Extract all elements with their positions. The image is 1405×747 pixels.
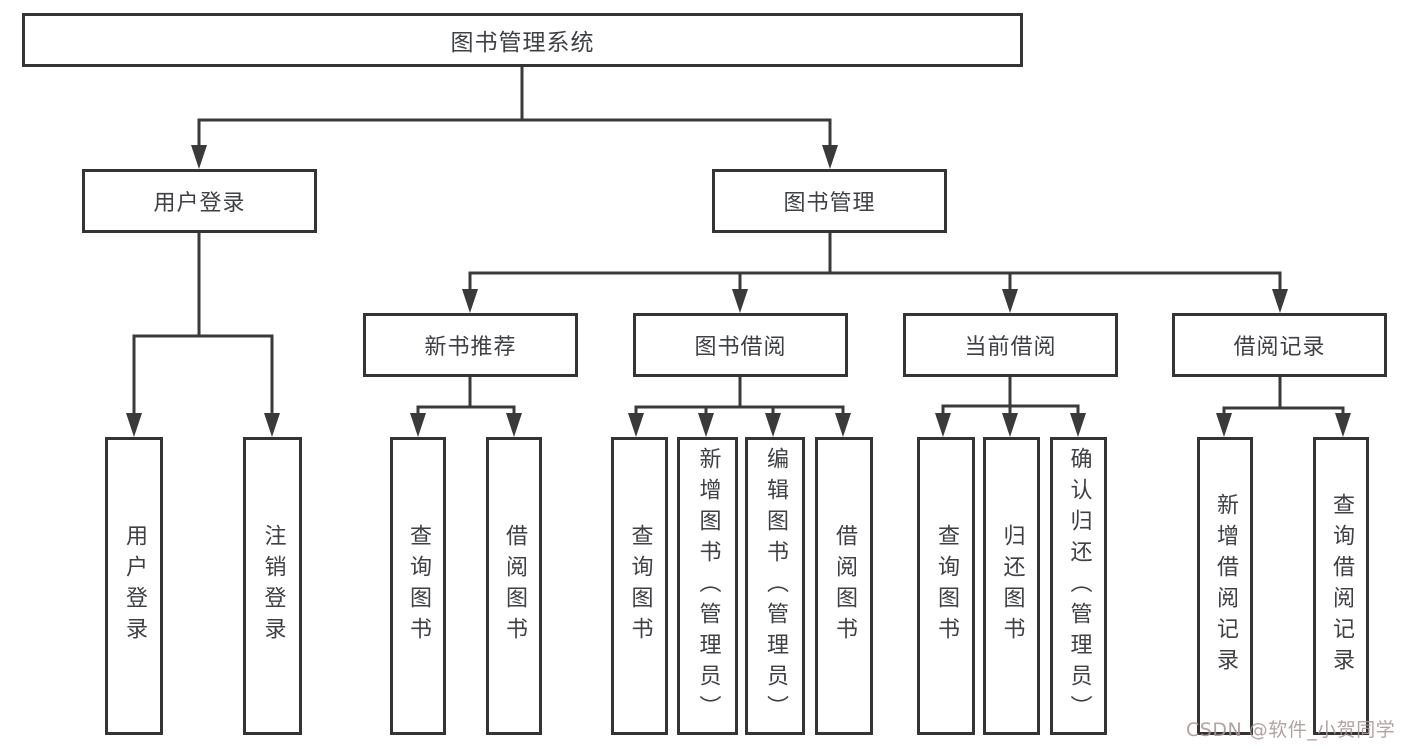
leaf-recommend-query-books-label: 查询图书 [406, 524, 431, 648]
leaf-user-login-label: 用户登录 [122, 524, 147, 648]
node-borrow-records: 借阅记录 [1172, 313, 1387, 377]
leaf-recommend-borrow-books-label: 借阅图书 [502, 524, 527, 648]
watermark: CSDN @软件_小贺同学 [1186, 719, 1396, 741]
leaf-add-books-admin: 新增图书（管理员） [677, 437, 738, 735]
node-current-borrow-label: 当前借阅 [964, 335, 1057, 360]
leaf-borrow-books-label: 借阅图书 [832, 524, 857, 648]
leaf-logout: 注销登录 [243, 437, 302, 735]
leaf-edit-books-admin-label: 编辑图书（管理员） [763, 446, 788, 726]
leaf-recommend-query-books: 查询图书 [390, 437, 446, 735]
leaf-edit-books-admin: 编辑图书（管理员） [745, 437, 805, 735]
leaf-query-borrow-record-label: 查询借阅记录 [1329, 493, 1354, 679]
node-new-book-recommend: 新书推荐 [363, 313, 578, 377]
leaf-user-login: 用户登录 [105, 437, 163, 735]
node-user-login-label: 用户登录 [153, 191, 246, 216]
node-book-management-label: 图书管理 [783, 191, 876, 216]
leaf-return-books: 归还图书 [983, 437, 1040, 735]
leaf-current-query-books-label: 查询图书 [934, 524, 959, 648]
leaf-current-query-books: 查询图书 [917, 437, 975, 735]
leaf-recommend-borrow-books: 借阅图书 [486, 437, 542, 735]
node-book-borrow-label: 图书借阅 [694, 335, 787, 360]
leaf-add-books-admin-label: 新增图书（管理员） [695, 446, 721, 726]
leaf-borrow-query-books: 查询图书 [611, 437, 668, 735]
leaf-add-borrow-record: 新增借阅记录 [1197, 437, 1253, 735]
node-root-label: 图书管理系统 [450, 30, 595, 56]
leaf-borrow-query-books-label: 查询图书 [627, 524, 653, 648]
node-new-book-recommend-label: 新书推荐 [424, 335, 517, 360]
leaf-logout-label: 注销登录 [260, 524, 286, 648]
node-user-login: 用户登录 [82, 169, 317, 233]
node-root: 图书管理系统 [22, 13, 1023, 67]
node-current-borrow: 当前借阅 [903, 313, 1118, 377]
leaf-query-borrow-record: 查询借阅记录 [1313, 437, 1369, 735]
leaf-return-books-label: 归还图书 [999, 524, 1025, 648]
leaf-confirm-return-admin: 确认归还（管理员） [1050, 437, 1107, 735]
leaf-confirm-return-admin-label: 确认归还（管理员） [1066, 446, 1092, 726]
node-borrow-records-label: 借阅记录 [1233, 335, 1326, 360]
leaf-add-borrow-record-label: 新增借阅记录 [1213, 493, 1238, 679]
leaf-borrow-books: 借阅图书 [815, 437, 873, 735]
node-book-management: 图书管理 [712, 169, 947, 233]
node-book-borrow: 图书借阅 [633, 313, 848, 377]
